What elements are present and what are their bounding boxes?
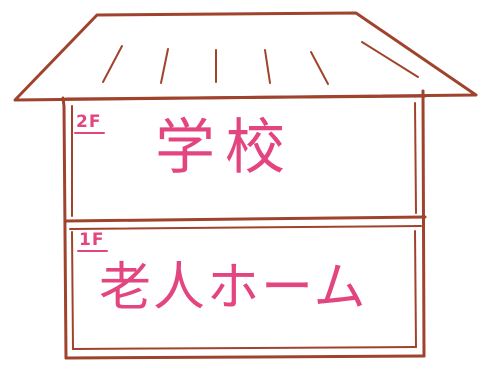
roof: [13, 11, 478, 102]
building-body: [61, 96, 68, 360]
roof-lines: [102, 41, 419, 85]
upper-floor-top: [64, 94, 427, 101]
floor-divider: [64, 215, 427, 223]
ground-line: [64, 354, 426, 360]
roof-line: [264, 49, 271, 84]
roof-line: [102, 45, 123, 83]
roof-line: [160, 48, 169, 84]
lower-floor-frame: [414, 230, 417, 348]
lower-floor-frame: [72, 346, 417, 350]
floor-1-label: 老人ホーム: [99, 258, 368, 318]
building-body: [421, 89, 426, 358]
floor-divider: [69, 225, 422, 230]
roof-line: [310, 51, 329, 85]
floor-2-label: 学校: [155, 113, 295, 183]
roof-line: [361, 41, 419, 78]
lower-floor-frame: [71, 231, 74, 350]
floor-1-tag: 1F: [76, 230, 109, 252]
upper-floor-frame: [414, 102, 417, 214]
floor-2-tag: 2F: [73, 112, 106, 134]
